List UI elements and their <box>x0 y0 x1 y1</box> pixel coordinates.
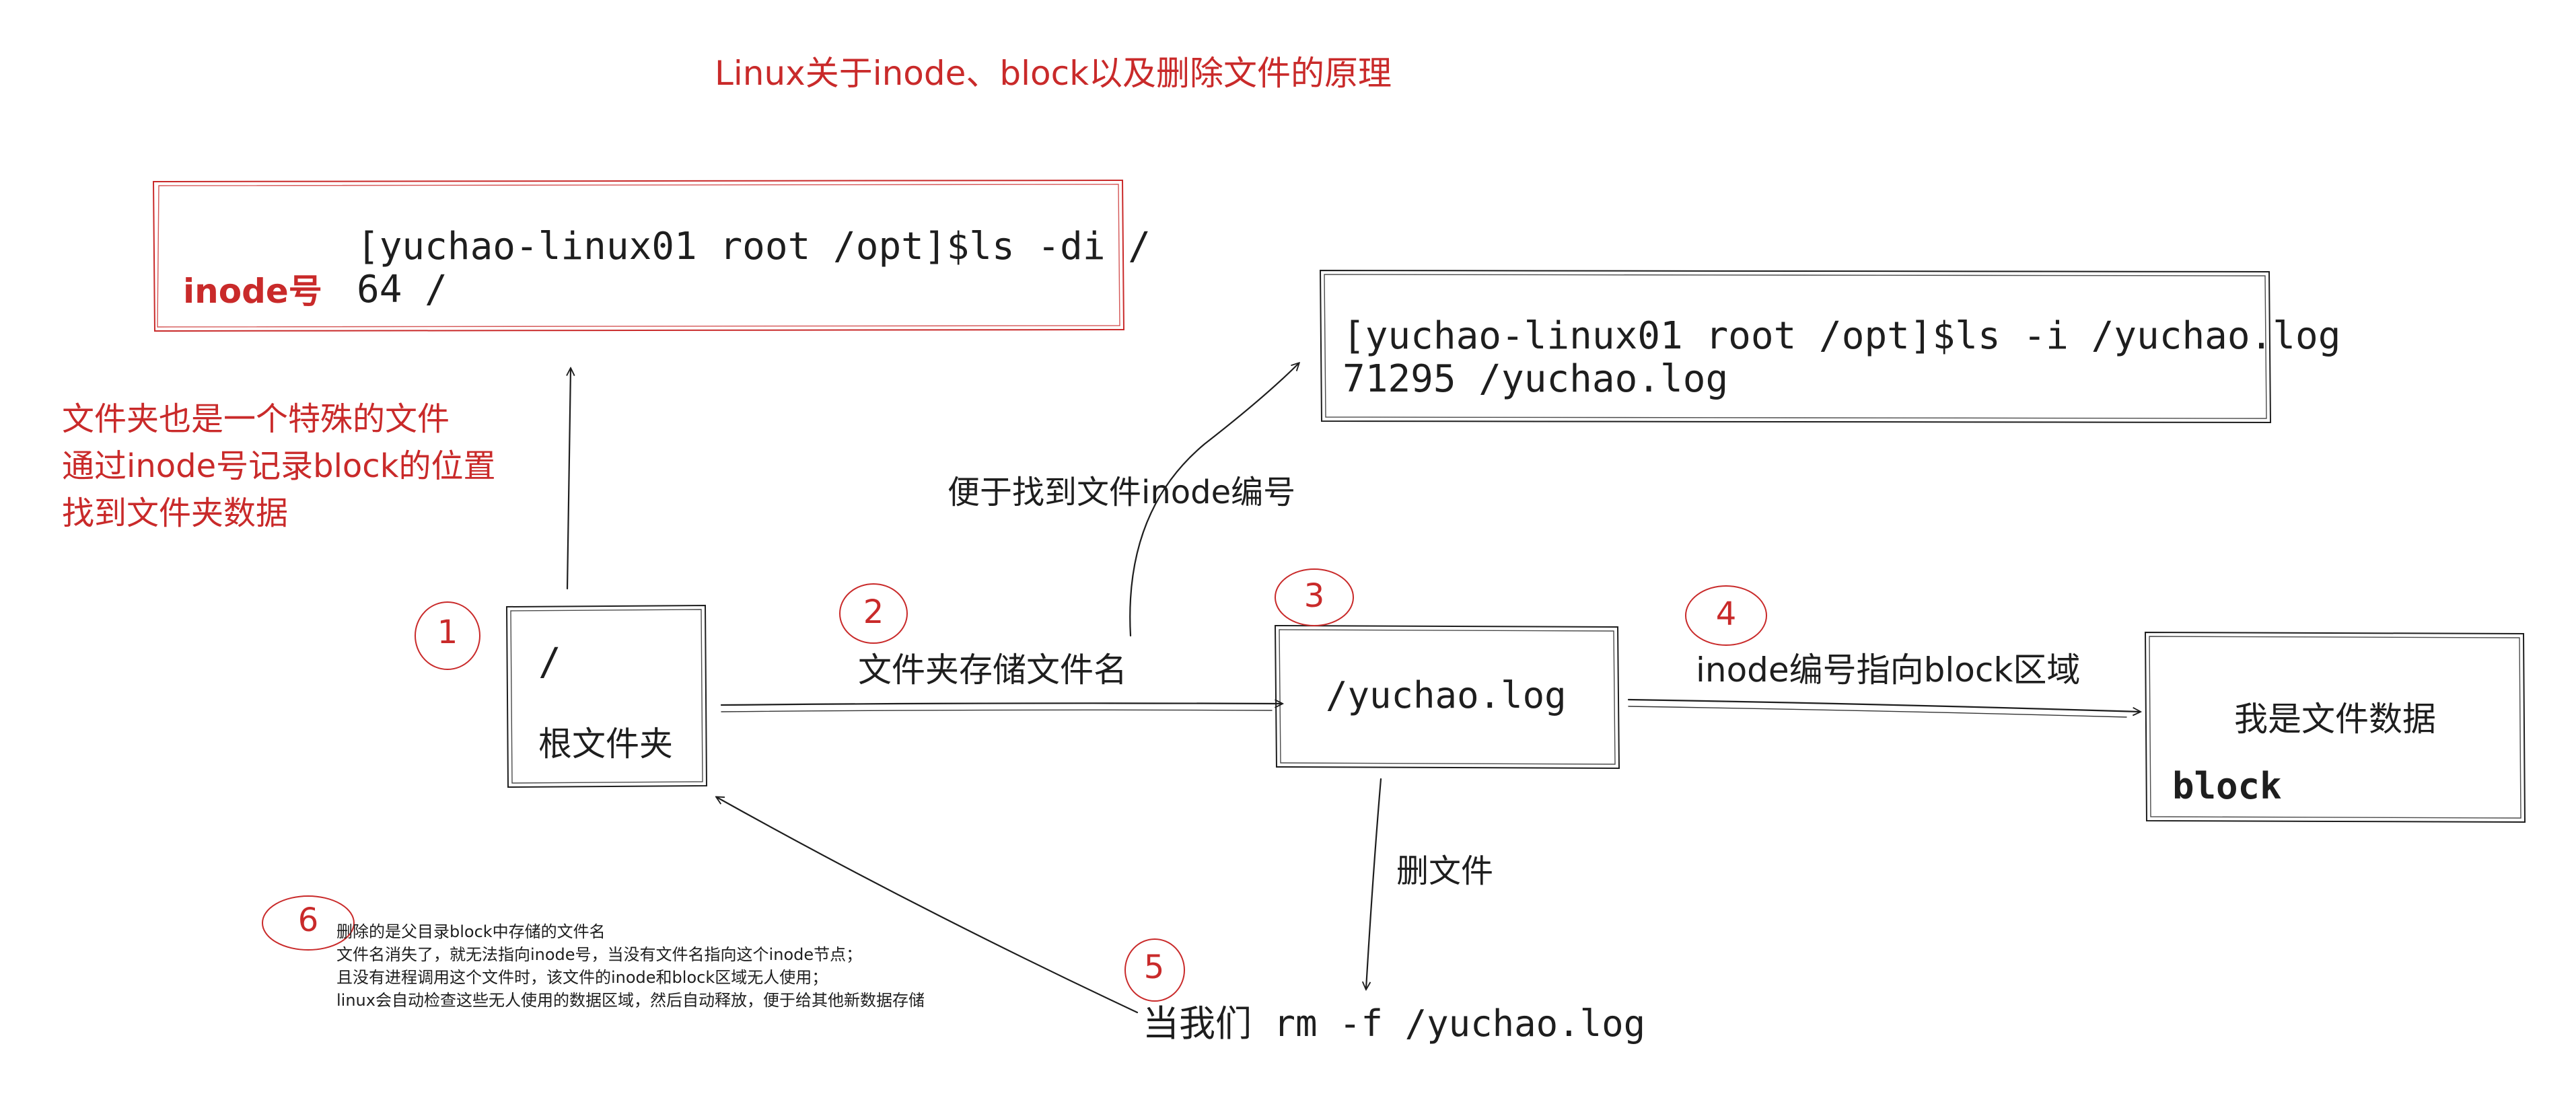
root-folder-box <box>505 604 708 788</box>
find-inode-label: 便于找到文件inode编号 <box>947 474 1296 511</box>
step-1-number: 1 <box>437 614 458 651</box>
command-1-line1: [yuchao-linux01 root /opt]$ls -di / <box>357 225 1151 268</box>
command-2-line2: 71295 /yuchao.log <box>1343 357 1729 401</box>
arrow-root-to-cmd1 <box>567 369 571 590</box>
arrow-rm-to-root <box>717 797 1139 1014</box>
command-1-line2: 64 / <box>357 268 448 311</box>
step-4-number: 4 <box>1715 595 1737 633</box>
diagram-title: Linux关于inode、block以及删除文件的原理 <box>715 54 1392 93</box>
step-6-circle <box>262 895 355 951</box>
arrow-file-to-block <box>1627 698 2140 712</box>
command-box-1-text: [yuchao-linux01 root /opt]$ls -di / 64 / <box>357 225 1151 311</box>
step-3-number: 3 <box>1303 577 1325 615</box>
step-2-number: 2 <box>863 593 884 631</box>
delete-note-line4: linux会自动检查这些无人使用的数据区域，然后自动释放，便于给其他新数据存储 <box>336 991 925 1010</box>
folder-note: 文件夹也是一个特殊的文件 通过inode号记录block的位置 找到文件夹数据 <box>62 396 496 537</box>
step-circles <box>262 568 1767 1002</box>
step-6-number: 6 <box>297 901 319 939</box>
arrow-to-cmd2 <box>1129 363 1299 637</box>
step-4-circle <box>1685 585 1767 646</box>
delete-label: 删文件 <box>1396 852 1494 890</box>
step-5-circle <box>1124 938 1185 1002</box>
inode-label: inode号 <box>183 272 322 311</box>
arrows <box>567 363 2140 1014</box>
data-text: 我是文件数据 <box>2234 700 2436 739</box>
command-box-2-text: [yuchao-linux01 root /opt]$ls -i /yuchao… <box>1343 315 2340 401</box>
delete-note-line1: 删除的是父目录block中存储的文件名 <box>336 922 606 941</box>
file-box <box>1274 624 1620 770</box>
step-5-number: 5 <box>1143 949 1165 986</box>
file-name: /yuchao.log <box>1326 674 1567 716</box>
dir-store-label: 文件夹存储文件名 <box>858 651 1127 690</box>
arrow-file-to-rm <box>1366 778 1382 989</box>
arrow-root-to-file <box>720 703 1282 705</box>
root-folder-name: 根文件夹 <box>538 725 673 764</box>
command-box-2 <box>1319 269 2272 424</box>
block-label: block <box>2172 765 2282 807</box>
command-box-1 <box>152 179 1125 332</box>
step-1-circle <box>415 601 480 670</box>
folder-note-line2: 通过inode号记录block的位置 <box>62 447 496 485</box>
inode-to-block-label: inode编号指向block区域 <box>1696 651 2081 690</box>
data-block-box <box>2144 631 2526 823</box>
delete-note-line3: 且没有进程调用这个文件时，该文件的inode和block区域无人使用； <box>336 968 828 987</box>
delete-note-line2: 文件名消失了，就无法指向inode号，当没有文件名指向这个inode节点； <box>336 945 863 964</box>
folder-note-line1: 文件夹也是一个特殊的文件 <box>62 400 450 438</box>
step-2-circle <box>839 583 908 644</box>
folder-note-line3: 找到文件夹数据 <box>62 494 289 532</box>
command-2-line1: [yuchao-linux01 root /opt]$ls -i /yuchao… <box>1343 314 2341 358</box>
step-3-circle <box>1275 568 1354 626</box>
delete-note: 删除的是父目录block中存储的文件名 文件名消失了，就无法指向inode号，当… <box>336 920 925 1012</box>
rm-command: 当我们 rm -f /yuchao.log <box>1143 1002 1646 1045</box>
root-slash: / <box>538 640 561 684</box>
